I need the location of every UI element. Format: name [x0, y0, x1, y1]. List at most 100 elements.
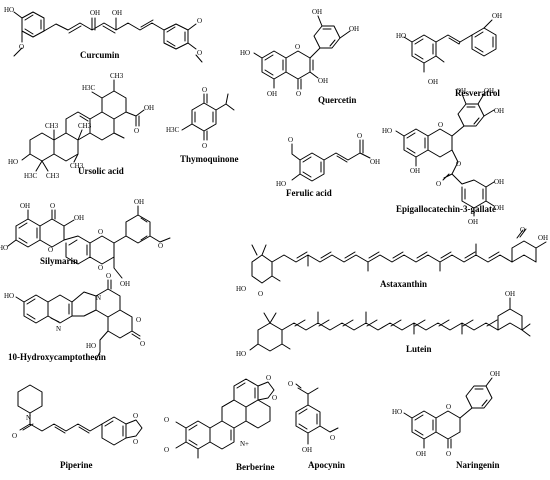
silymarin-substituents: [7, 205, 171, 279]
hcpt-ring-d: [95, 279, 121, 318]
hcpt-ring-e: [95, 309, 141, 361]
piperine-chain: [19, 412, 103, 434]
egcg-name: Epigallocatechin-3-gallate: [396, 204, 496, 214]
ursolic-atom-label: CH3: [46, 172, 60, 180]
naringenin-atom-label: OH: [416, 450, 426, 458]
hcpt-atom-label: HO: [4, 292, 14, 300]
silymarin-atom-label: O: [48, 246, 53, 254]
curcumin-atom-label: O: [197, 17, 202, 25]
ferulic-substituents: [291, 143, 301, 181]
hcpt-ring-c: [71, 291, 97, 317]
thymoquinone-atom-label: O: [202, 142, 207, 150]
hcpt-atom-label: HO: [86, 342, 96, 350]
naringenin-a-ring: [411, 410, 437, 440]
piperine-atom-label: O: [12, 432, 17, 440]
ferulic-atom-label: O: [288, 136, 293, 144]
thymoquinone-atom-label: H3C: [166, 126, 180, 134]
curcumin-atom-label: O: [19, 43, 24, 51]
egcg-atom-label: OH: [484, 87, 494, 95]
quercetin-b-ring: [309, 25, 341, 59]
hcpt-substituents: [15, 296, 25, 303]
piperine-atom-label: O: [133, 412, 138, 420]
berberine-name: Berberine: [236, 462, 275, 472]
ursolic-atom-label: CH3: [70, 162, 84, 170]
resveratrol-name: Resveratrol: [455, 88, 500, 98]
ursolic-ring-e: [101, 90, 127, 120]
ursolic-atom-label: CH3: [110, 72, 124, 80]
berberine-ring-d: [221, 378, 275, 408]
egcg-atom-label: OH: [494, 107, 504, 115]
curcumin-atom-label: O: [197, 49, 202, 57]
silymarin-atom-label: O: [98, 264, 103, 272]
silymarin-name: Silymarin: [40, 256, 78, 266]
naringenin-c-ring: [435, 410, 461, 449]
egcg-atom-label: HO: [382, 127, 392, 135]
silymarin-c-ring: [39, 209, 65, 248]
egcg-substituents: [395, 93, 495, 217]
curcumin-left-ring: [21, 11, 45, 38]
resveratrol-right-ring: [471, 27, 497, 57]
resveratrol-left-ring: [411, 34, 437, 64]
curcumin-structure: HO O OH OH O O Curcumin: [4, 6, 203, 63]
apocynin-ring: [295, 404, 321, 434]
apocynin-atom-label: OH: [302, 446, 312, 454]
ursolic-ring-b: [53, 132, 79, 162]
quercetin-c-ring: [285, 50, 314, 90]
thymoquinone-substituents: [181, 93, 235, 141]
silymarin-atom-label: OH: [20, 202, 30, 210]
ferulic-atom-label: HO: [276, 180, 286, 188]
lutein-left-ring: [249, 312, 291, 352]
curcumin-chain: [43, 17, 165, 34]
lutein-right-ring: [497, 297, 531, 337]
naringenin-structure: OH HO O OH O Naringenin: [392, 370, 500, 470]
lutein-atom-label: OH: [505, 290, 515, 298]
curcumin-atom-label: HO: [4, 6, 14, 14]
hydroxycamptothecin-structure: HO N N O O HO O 10-Hydroxycamptothecin: [4, 272, 145, 362]
berberine-ring-a: [185, 420, 211, 450]
astaxanthin-right-ring: [511, 228, 547, 263]
egcg-atom-label: OH: [494, 204, 504, 212]
naringenin-atom-label: O: [446, 450, 451, 458]
curcumin-atom-label: OH: [112, 9, 122, 17]
astaxanthin-structure: O OH HO O Astaxanthin: [236, 226, 548, 298]
berberine-atom-label: O: [266, 374, 271, 382]
astaxanthin-left-ring: [251, 244, 281, 284]
naringenin-atom-label: O: [446, 403, 451, 411]
egcg-atom-label: O: [436, 180, 441, 188]
naringenin-atom-label: HO: [392, 408, 402, 416]
silymarin-aryl-ring: [113, 214, 151, 244]
curcumin-name: Curcumin: [80, 50, 119, 60]
egcg-galloyl-ring: [442, 149, 487, 209]
piperine-name: Piperine: [60, 460, 93, 470]
ursolic-substituents: [21, 79, 145, 172]
silymarin-benzodioxane: [63, 235, 115, 265]
thymoquinone-ring: [191, 102, 217, 132]
lutein-polyene: [281, 311, 499, 335]
ferulic-acid-name: Ferulic acid: [286, 188, 332, 198]
thymoquinone-structure: O O H3C Thymoquinone: [166, 86, 239, 164]
silymarin-a-ring: [15, 218, 41, 248]
berberine-atom-label: N+: [240, 440, 249, 448]
astaxanthin-name: Astaxanthin: [380, 279, 427, 289]
astaxanthin-atom-label: O: [258, 290, 263, 298]
resveratrol-atom-label: OH: [428, 78, 438, 86]
hcpt-atom-label: O: [136, 316, 141, 324]
egcg-a-ring: [403, 128, 429, 158]
astaxanthin-atom-label: O: [520, 226, 525, 234]
ferulic-atom-label: OH: [370, 158, 380, 166]
ursolic-atom-label: H3C: [82, 84, 96, 92]
ursolic-atom-label: H3C: [24, 172, 38, 180]
naringenin-substituents: [403, 377, 493, 449]
egcg-structure: OH OH HO O OH OH O O OH OH OH Epigalloca…: [382, 87, 504, 226]
berberine-atom-label: O: [164, 416, 169, 424]
egcg-atom-label: OH: [468, 218, 478, 226]
quercetin-name: Quercetin: [318, 95, 356, 105]
silymarin-atom-label: OH: [74, 214, 84, 222]
apocynin-structure: O O OH Apocynin: [288, 380, 345, 470]
quercetin-atom-label: OH: [267, 90, 277, 98]
silymarin-atom-label: O: [50, 202, 55, 210]
egcg-c-ring: [427, 128, 453, 158]
berberine-structure: O O O O N+ Berberine: [164, 374, 277, 472]
silymarin-atom-label: O: [98, 228, 103, 236]
ursolic-atom-label: OH: [144, 104, 154, 112]
